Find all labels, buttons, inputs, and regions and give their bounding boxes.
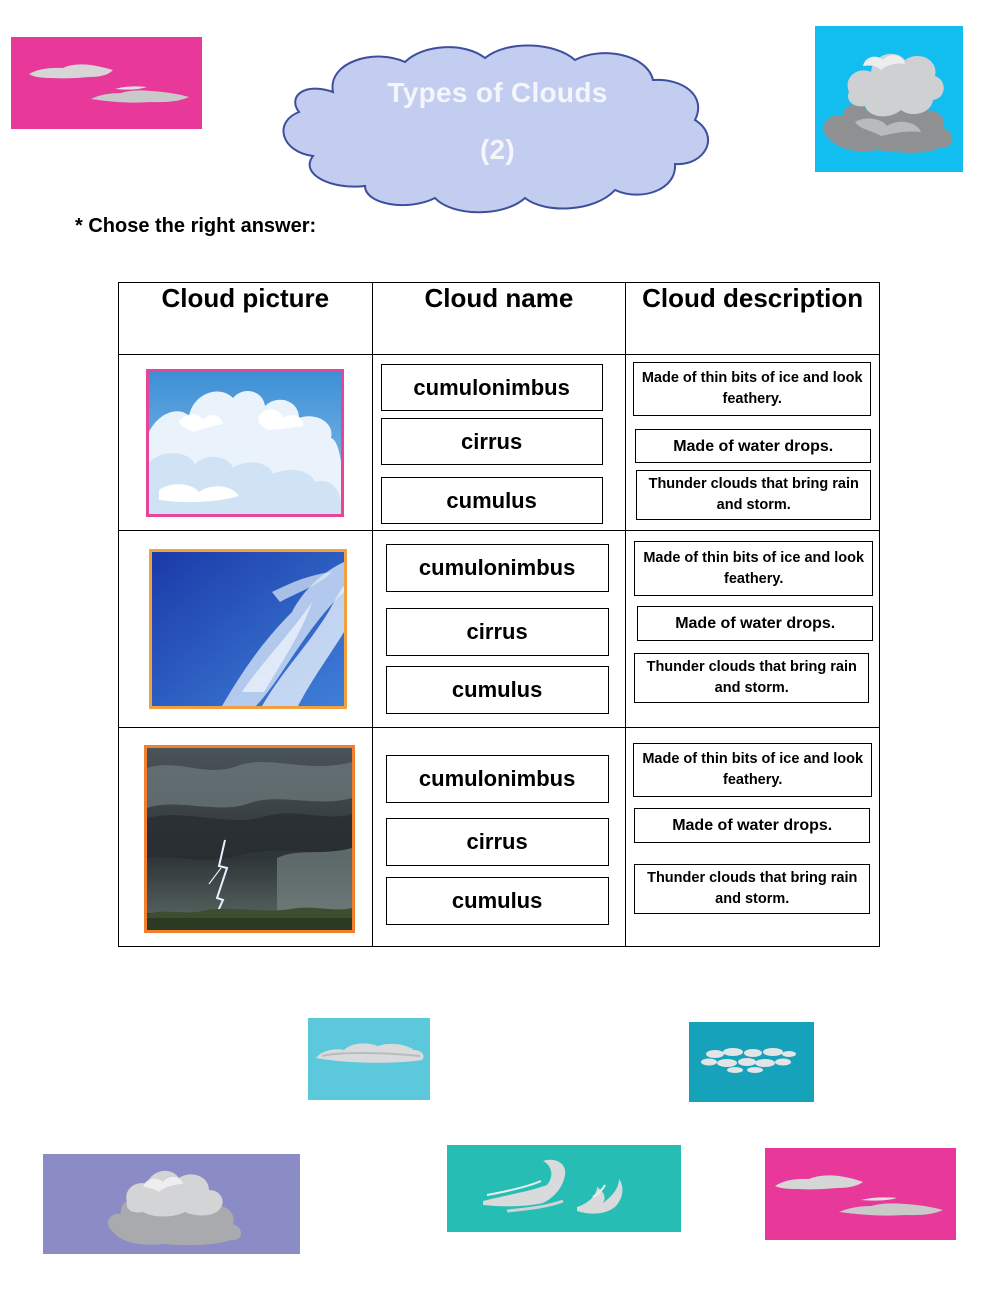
cloud-matching-table: Cloud picture Cloud name Cloud descripti… (118, 282, 880, 947)
picture-cell (118, 530, 373, 728)
description-option-ice[interactable]: Made of thin bits of ice and look feathe… (633, 743, 873, 797)
picture-cell (118, 354, 373, 531)
description-option-water[interactable]: Made of water drops. (634, 808, 871, 843)
name-option-cirrus[interactable]: cirrus (385, 818, 609, 866)
cirrus-wisp-icon (447, 1145, 681, 1232)
header-cloud-name: Cloud name (371, 282, 627, 355)
name-option-cirrus[interactable]: cirrus (380, 418, 603, 465)
description-option-water[interactable]: Made of water drops. (635, 429, 872, 463)
description-cell: Made of thin bits of ice and look feathe… (625, 530, 880, 728)
cirrostratus-cloud-icon (11, 37, 202, 129)
table-row: cumulonimbus cirrus cumulus Made of thin… (118, 727, 880, 947)
description-cell: Made of thin bits of ice and look feathe… (625, 727, 880, 947)
name-option-cumulus[interactable]: cumulus (385, 877, 609, 925)
bottom-cloud-tile-cirrus (447, 1145, 681, 1232)
cirrus-cloud-photo (149, 549, 347, 709)
bottom-cloud-tile-altocumulus (689, 1022, 814, 1102)
cumulonimbus-cloud-icon (815, 26, 963, 172)
header-cloud-picture: Cloud picture (118, 282, 373, 355)
description-option-ice[interactable]: Made of thin bits of ice and look feathe… (633, 362, 872, 416)
bottom-cloud-tile-cirrostratus (765, 1148, 956, 1240)
name-cell: cumulonimbus cirrus cumulus (371, 530, 627, 728)
description-cell: Made of thin bits of ice and look feathe… (625, 354, 880, 531)
name-option-cumulonimbus[interactable]: cumulonimbus (380, 364, 603, 411)
top-left-cloud-tile (11, 37, 202, 129)
name-option-cumulonimbus[interactable]: cumulonimbus (385, 755, 609, 803)
title-cloud: Types of Clouds (2) (275, 40, 720, 215)
instruction-text: * Chose the right answer: (75, 215, 317, 237)
name-option-cumulus[interactable]: cumulus (385, 666, 609, 714)
cumulonimbus-storm-photo (144, 745, 355, 933)
bottom-cloud-tile-nimbostratus (43, 1154, 300, 1254)
page-subtitle: (2) (479, 134, 516, 165)
bottom-cloud-tile-stratus (308, 1018, 430, 1100)
picture-cell (118, 727, 373, 947)
altocumulus-cloud-icon (689, 1022, 814, 1102)
name-option-cumulus[interactable]: cumulus (380, 477, 603, 524)
page-title: Types of Clouds (387, 77, 608, 108)
top-right-cloud-tile (815, 26, 963, 172)
nimbostratus-cloud-icon (43, 1154, 300, 1254)
name-option-cirrus[interactable]: cirrus (385, 608, 609, 656)
name-option-cumulonimbus[interactable]: cumulonimbus (385, 544, 609, 592)
description-option-water[interactable]: Made of water drops. (637, 606, 874, 641)
header-cloud-description: Cloud description (625, 282, 880, 355)
table-row: cumulonimbus cirrus cumulus Made of thin… (118, 530, 880, 728)
name-cell: cumulonimbus cirrus cumulus (371, 354, 627, 531)
name-cell: cumulonimbus cirrus cumulus (371, 727, 627, 947)
title-cloud-shape (282, 44, 709, 214)
cirrostratus-cloud-icon (765, 1148, 956, 1240)
stratus-cloud-icon (308, 1018, 430, 1100)
cumulus-cloud-photo (146, 369, 344, 517)
description-option-thunder[interactable]: Thunder clouds that bring rain and storm… (634, 653, 870, 703)
description-option-thunder[interactable]: Thunder clouds that bring rain and storm… (636, 470, 872, 520)
description-option-ice[interactable]: Made of thin bits of ice and look feathe… (634, 541, 874, 596)
table-row: cumulonimbus cirrus cumulus Made of thin… (118, 354, 880, 531)
description-option-thunder[interactable]: Thunder clouds that bring rain and storm… (634, 864, 871, 914)
